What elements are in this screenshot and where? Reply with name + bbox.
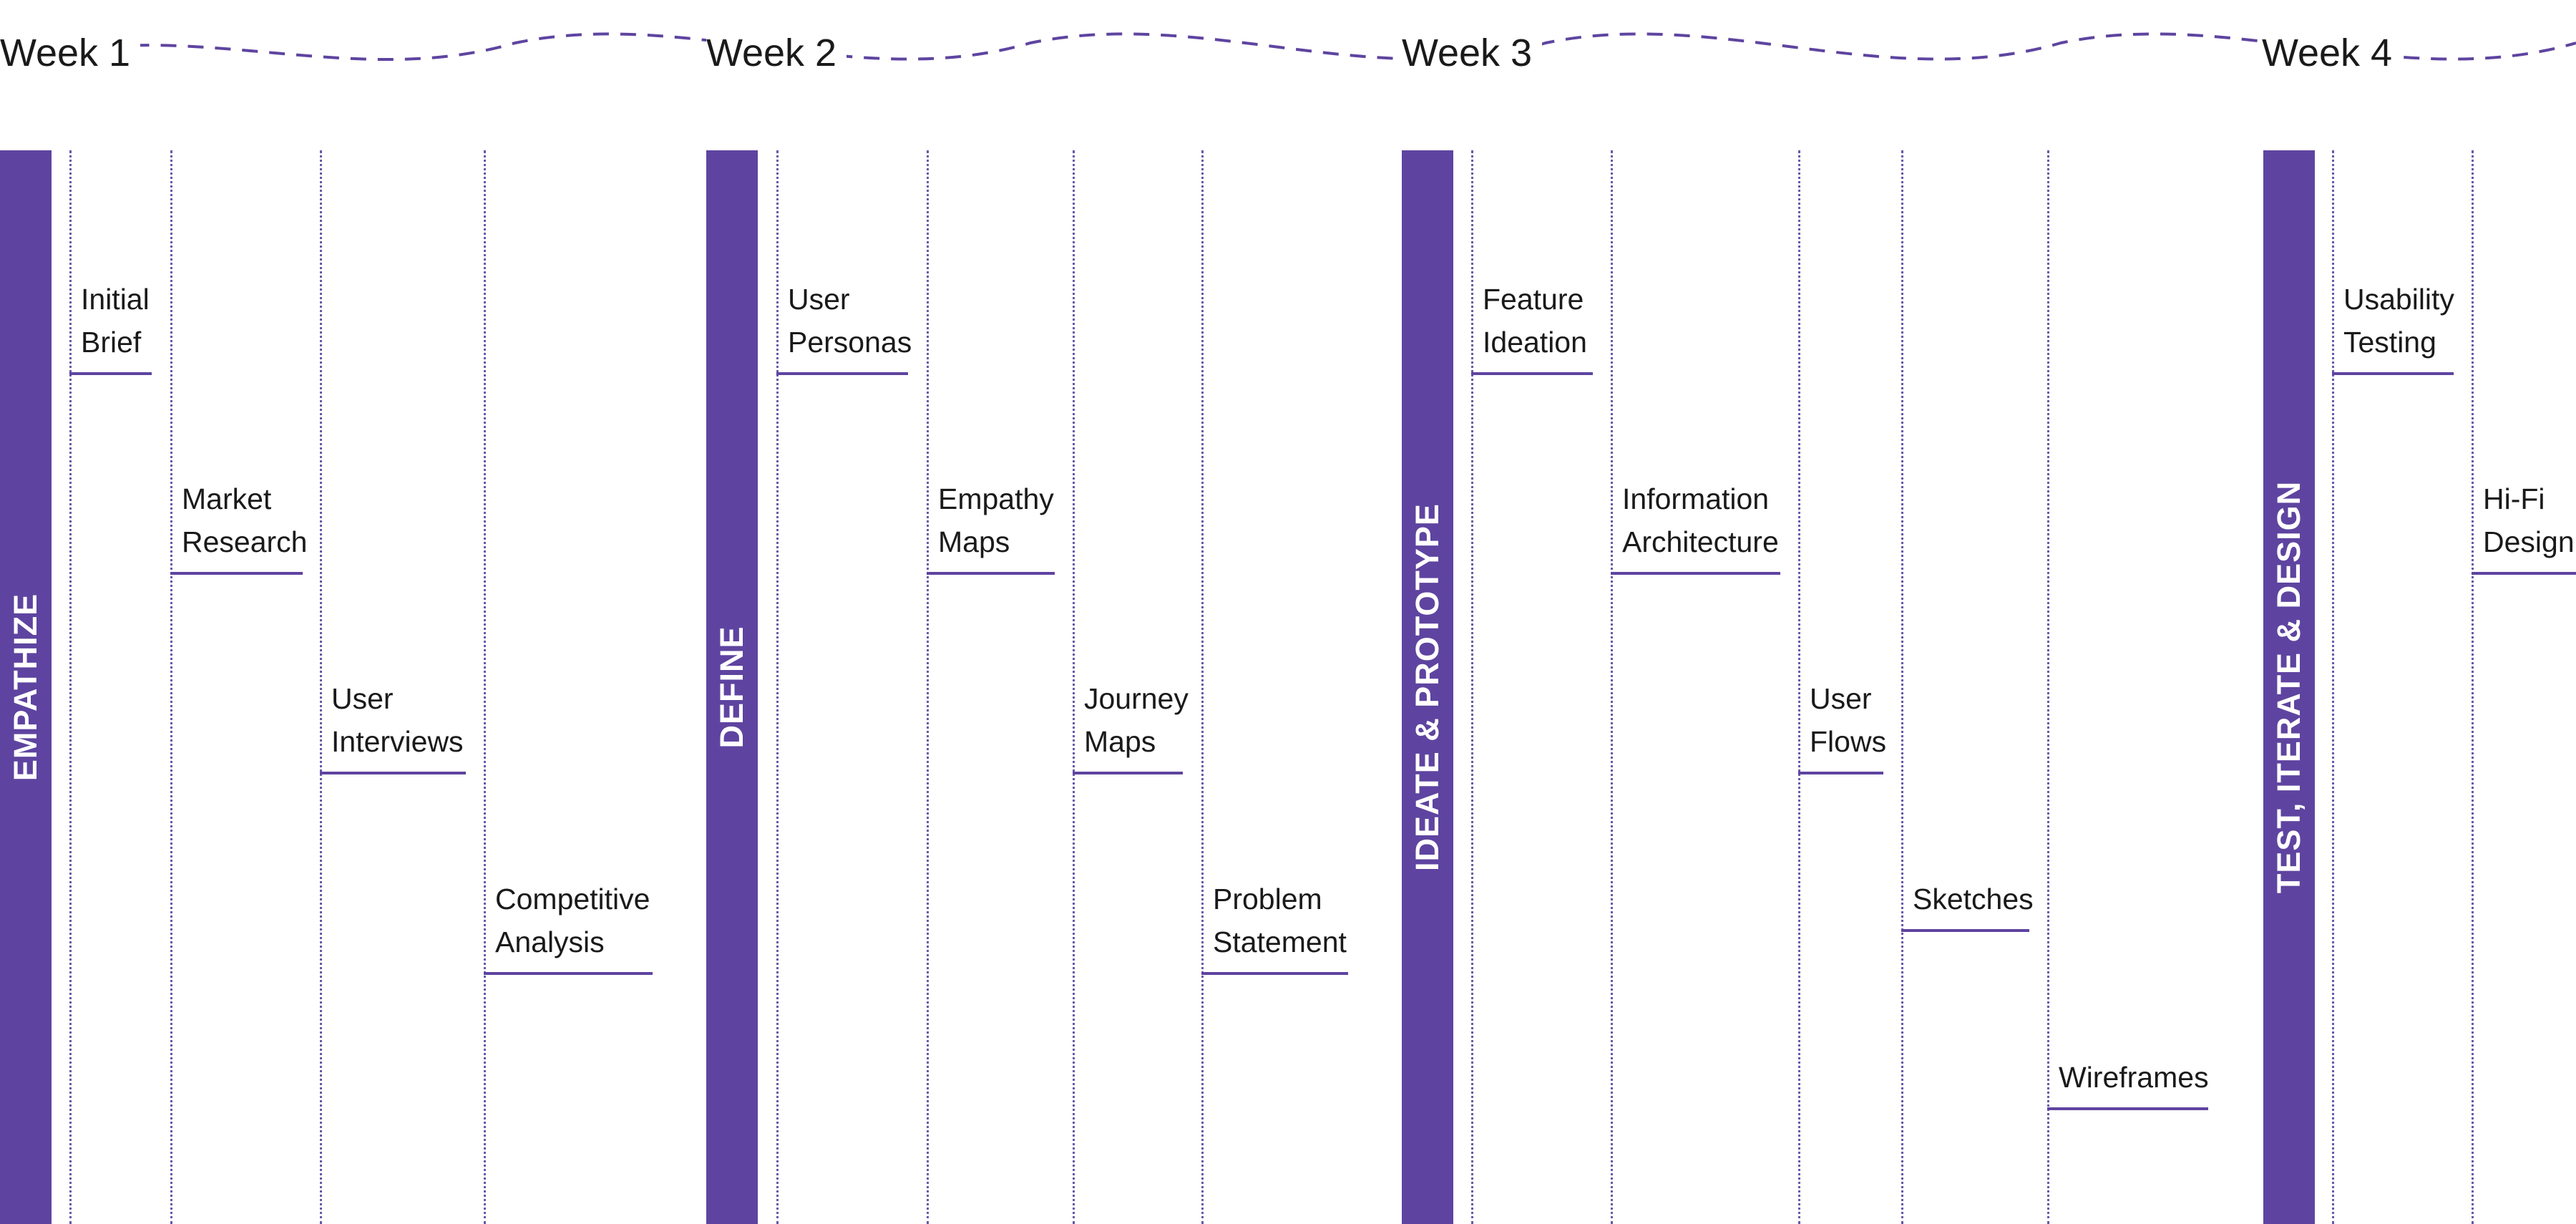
task-empathy-maps: Empathy Maps — [927, 462, 1055, 575]
task-underline — [2472, 572, 2576, 575]
task-label: Hi-Fi Design — [2483, 482, 2575, 558]
task-feature-ideation: Feature Ideation — [1471, 262, 1593, 375]
divider-line — [484, 150, 486, 1224]
phase-bar-empathize: EMPATHIZE — [0, 150, 52, 1224]
task-label: Competitive Analysis — [495, 883, 650, 958]
week-1-label: Week 1 — [0, 30, 141, 76]
task-label: User Interviews — [331, 682, 464, 758]
task-underline — [2047, 1107, 2208, 1110]
task-label: User Flows — [1810, 682, 1887, 758]
phase-bar-define: DEFINE — [706, 150, 758, 1224]
task-label: Sketches — [1913, 883, 2034, 915]
task-underline — [1798, 772, 1883, 774]
divider-line — [69, 150, 72, 1224]
week-4-label: Week 4 — [2262, 30, 2403, 76]
divider-line — [320, 150, 322, 1224]
task-journey-maps: Journey Maps — [1073, 661, 1189, 774]
task-label: Journey Maps — [1084, 682, 1189, 758]
task-information-architecture: Information Architecture — [1611, 462, 1780, 575]
task-underline — [484, 972, 653, 975]
task-underline — [1201, 972, 1348, 975]
divider-line — [1471, 150, 1473, 1224]
task-underline — [1073, 772, 1183, 774]
task-user-flows: User Flows — [1798, 661, 1886, 774]
divider-line — [2047, 150, 2049, 1224]
timeline-wave — [0, 32, 2576, 69]
task-sketches: Sketches — [1901, 819, 2034, 932]
phase-bar-test-iterate-design: TEST, ITERATE & DESIGN — [2263, 150, 2315, 1224]
task-underline — [927, 572, 1055, 575]
task-label: Usability Testing — [2343, 283, 2454, 359]
task-user-personas: User Personas — [776, 262, 912, 375]
task-label: Market Research — [182, 482, 308, 558]
task-underline — [1611, 572, 1780, 575]
divider-line — [1073, 150, 1075, 1224]
task-competitive-analysis: Competitive Analysis — [484, 862, 653, 975]
divider-line — [927, 150, 929, 1224]
task-initial-brief: Initial Brief — [69, 262, 152, 375]
task-underline — [776, 372, 908, 375]
week-3-label: Week 3 — [1402, 30, 1543, 76]
task-underline — [320, 772, 466, 774]
divider-line — [1901, 150, 1903, 1224]
task-underline — [1471, 372, 1593, 375]
task-hi-fi-design: Hi-Fi Design — [2472, 462, 2576, 575]
phase-label: IDEATE & PROTOTYPE — [1409, 503, 1445, 871]
divider-line — [2332, 150, 2334, 1224]
phase-label: EMPATHIZE — [7, 593, 44, 782]
task-wireframes: Wireframes — [2047, 997, 2209, 1110]
task-underline — [2332, 372, 2454, 375]
task-market-research: Market Research — [170, 462, 307, 575]
phase-bar-ideate-prototype: IDEATE & PROTOTYPE — [1402, 150, 1453, 1224]
task-label: Information Architecture — [1622, 482, 1779, 558]
task-label: Feature Ideation — [1483, 283, 1587, 359]
phase-label: DEFINE — [713, 626, 750, 749]
task-label: Wireframes — [2059, 1061, 2209, 1094]
task-label: Empathy Maps — [938, 482, 1054, 558]
task-underline — [1901, 929, 2029, 932]
phase-label: TEST, ITERATE & DESIGN — [2270, 480, 2307, 894]
divider-line — [2472, 150, 2474, 1224]
task-underline — [69, 372, 152, 375]
task-usability-testing: Usability Testing — [2332, 262, 2454, 375]
task-label: User Personas — [788, 283, 912, 359]
week-2-label: Week 2 — [706, 30, 847, 76]
task-problem-statement: Problem Statement — [1201, 862, 1348, 975]
task-underline — [170, 572, 303, 575]
divider-line — [1201, 150, 1204, 1224]
divider-line — [1798, 150, 1800, 1224]
divider-line — [170, 150, 172, 1224]
task-label: Initial Brief — [81, 283, 150, 359]
task-label: Problem Statement — [1213, 883, 1347, 958]
divider-line — [1611, 150, 1613, 1224]
divider-line — [776, 150, 779, 1224]
task-user-interviews: User Interviews — [320, 661, 466, 774]
